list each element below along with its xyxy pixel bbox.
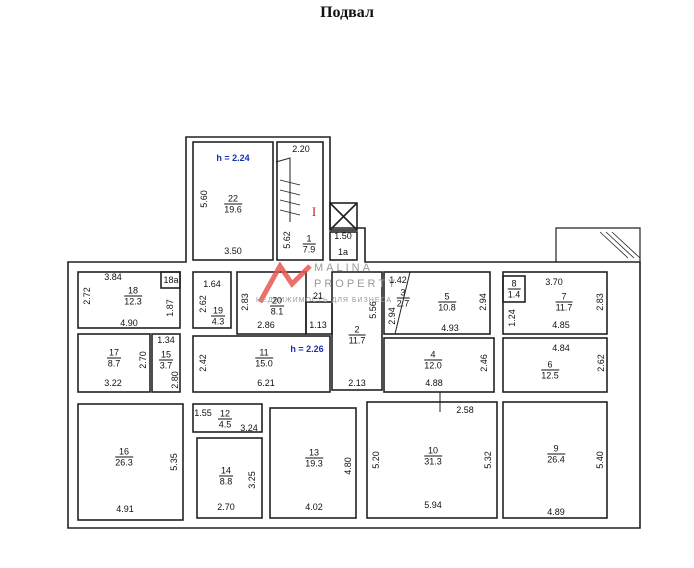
watermark-tagline: НЕДВИЖИМОСТЬ ДЛЯ БИЗНЕСА — [256, 297, 393, 304]
dimension-label: 2.62 — [596, 354, 606, 372]
dimension-label: 1.24 — [507, 309, 517, 327]
dimension-label: 2.94 — [478, 293, 488, 311]
dimension-label: 1.87 — [165, 299, 175, 317]
dimension-label: 3.70 — [545, 277, 563, 287]
dimension-label: 3.84 — [104, 272, 122, 282]
dimension-label: 4.85 — [552, 320, 570, 330]
dimension-label: 4.91 — [116, 504, 134, 514]
dimension-label: 2.62 — [198, 295, 208, 313]
dimension-label: 2.72 — [82, 287, 92, 305]
dimension-label: 2.42 — [198, 354, 208, 372]
watermark-brand-2: PROPERTY — [314, 278, 399, 290]
dimension-label: 2.20 — [292, 144, 310, 154]
room-label-21: 21 — [312, 291, 324, 301]
dimension-label: 4.88 — [425, 378, 443, 388]
plan-title: Подвал — [320, 4, 374, 21]
dimension-label: 4.89 — [547, 507, 565, 517]
dimension-label: 5.62 — [282, 231, 292, 249]
dimension-label: 2.70 — [138, 351, 148, 369]
dimension-label: 1.50 — [334, 231, 352, 241]
dimension-label: 3.24 — [240, 423, 258, 433]
dimension-label: 2.58 — [456, 405, 474, 415]
dimension-label: 4.80 — [343, 457, 353, 475]
dimension-label: 1.13 — [309, 320, 327, 330]
section-roman-label: I — [311, 204, 317, 219]
room-label-1a: 1a — [337, 247, 349, 257]
dimension-label: 1.64 — [203, 279, 221, 289]
dimension-label: 5.32 — [483, 451, 493, 469]
dimension-label: 1.34 — [157, 335, 175, 345]
dimension-label: 5.94 — [424, 500, 442, 510]
dimension-label: 5.56 — [368, 301, 378, 319]
dimension-label: 4.90 — [120, 318, 138, 328]
ceiling-height-label: h = 2.26 — [290, 344, 324, 354]
dimension-label: 3.22 — [104, 378, 122, 388]
dimension-label: 3.25 — [247, 471, 257, 489]
dimension-label: 2.80 — [170, 371, 180, 389]
dimension-label: 5.35 — [169, 453, 179, 471]
dimension-label: 5.60 — [199, 190, 209, 208]
dimension-label: 2.94 — [387, 307, 397, 325]
dimension-label: 1.55 — [194, 408, 212, 418]
dimension-label: 3.50 — [224, 246, 242, 256]
ceiling-height-label: h = 2.24 — [216, 153, 250, 163]
dimension-label: 2.83 — [240, 293, 250, 311]
malina-logo-icon — [258, 262, 312, 304]
dimension-label: 5.20 — [371, 451, 381, 469]
dimension-label: 1.42 — [389, 275, 407, 285]
dimension-label: 2.46 — [479, 354, 489, 372]
dimension-label: 4.93 — [441, 323, 459, 333]
dimension-label: 4.02 — [305, 502, 323, 512]
dimension-label: 2.13 — [348, 378, 366, 388]
dimension-label: 5.40 — [595, 451, 605, 469]
dimension-label: 2.83 — [595, 293, 605, 311]
dimension-label: 2.86 — [257, 320, 275, 330]
dimension-label: 2.70 — [217, 502, 235, 512]
dimension-label: 6.21 — [257, 378, 275, 388]
dimension-label: 4.84 — [552, 343, 570, 353]
watermark-brand: MALINA — [314, 262, 373, 274]
room-label-18a: 18a — [163, 275, 179, 285]
